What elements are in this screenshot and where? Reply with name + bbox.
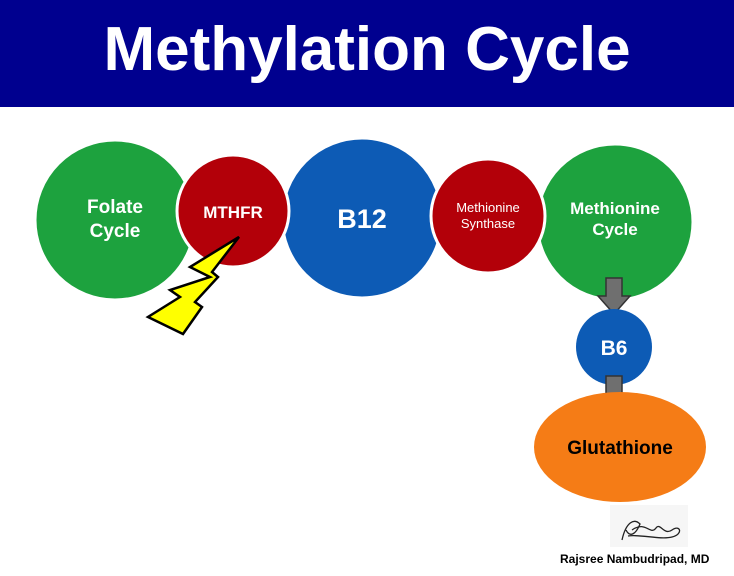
mthfr-node [175,153,291,269]
arrow-down-icon [596,277,632,316]
mthfr-label: MTHFR [203,203,262,222]
author-credit: Rajsree Nambudripad, MD [560,552,710,566]
methionine-cycle-label: Cycle [592,220,637,239]
folate-label: Folate [87,197,143,218]
folate-label: Cycle [90,221,141,242]
glutathione-label: Glutathione [567,438,673,459]
folate-cycle-node [33,138,197,302]
b12-label: B12 [337,204,387,234]
signature-icon [610,505,688,547]
b6-label: B6 [601,337,628,360]
lightning-bolt-icon [145,235,240,336]
methionine-cycle-label: Methionine [570,199,660,218]
methionine-synthase-label: Synthase [461,216,515,231]
methionine-synthase-label: Methionine [456,200,520,215]
b6-node [576,309,652,385]
glutathione-node [534,392,706,502]
page-title: Methylation Cycle [0,0,734,107]
methionine-synthase-node [429,157,547,275]
